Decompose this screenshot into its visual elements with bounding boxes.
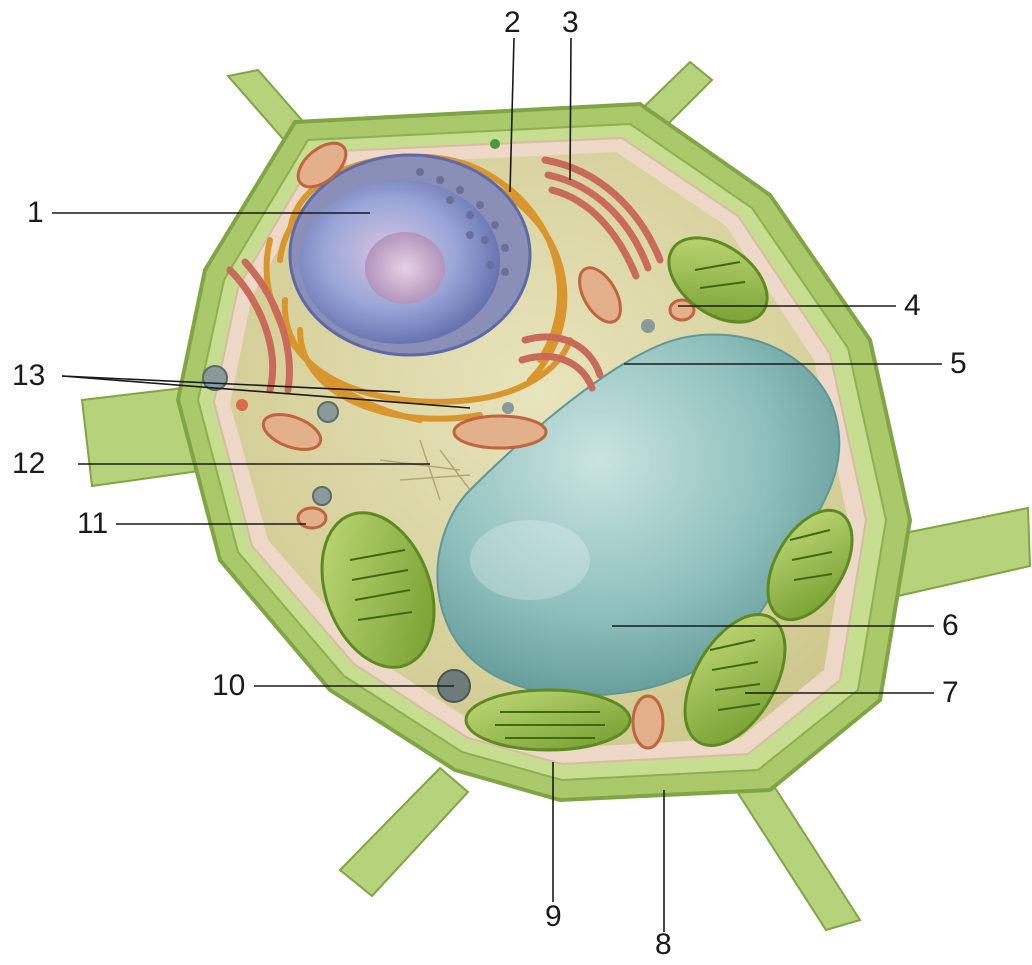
label-4: 4 xyxy=(904,291,921,321)
label-1: 1 xyxy=(27,198,44,228)
label-9: 9 xyxy=(545,902,562,932)
label-5: 5 xyxy=(950,349,967,379)
label-8: 8 xyxy=(655,930,672,960)
label-6: 6 xyxy=(942,611,959,641)
label-10: 10 xyxy=(212,671,245,701)
label-2: 2 xyxy=(504,8,521,38)
label-13: 13 xyxy=(12,361,45,391)
leader-3 xyxy=(570,38,571,180)
label-12: 12 xyxy=(12,449,45,479)
nucleolus xyxy=(365,232,445,304)
label-11: 11 xyxy=(77,509,108,539)
vacuole-highlight xyxy=(470,520,590,600)
nucleus xyxy=(290,155,530,355)
label-7: 7 xyxy=(942,678,959,708)
label-3: 3 xyxy=(562,8,579,38)
